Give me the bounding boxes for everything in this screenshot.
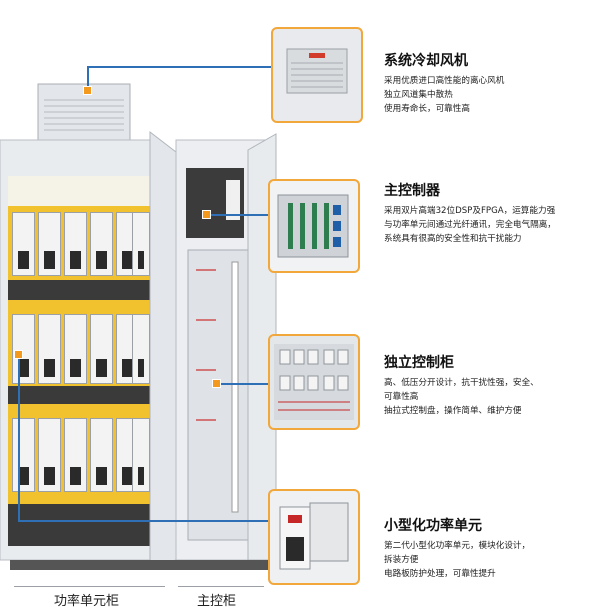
feature-title: 主控制器: [384, 183, 440, 199]
power-module: [38, 314, 61, 384]
marker-control-cabinet: [212, 379, 221, 388]
main-controller-image: [277, 194, 349, 258]
power-module: [64, 314, 87, 384]
feature-desc-line: 使用寿命长，可靠性高: [384, 104, 470, 114]
control-cabinet-bracket: [178, 586, 264, 587]
power-module: [90, 314, 113, 384]
power-module: [90, 212, 113, 276]
callout-line-controller: [208, 214, 270, 216]
power-module: [64, 418, 87, 492]
marker-fan: [83, 86, 92, 95]
control-cabinet-label: 主控柜: [197, 594, 237, 609]
feature-desc-line: 系统具有很高的安全性和抗干扰能力: [384, 234, 522, 244]
power-module: [64, 212, 87, 276]
feature-title: 系统冷却风机: [384, 53, 468, 69]
feature-desc-line: 与功率单元间通过光纤通讯，完全电气隔离，: [384, 220, 556, 230]
power-module: [12, 212, 35, 276]
thumb-cooling-fan: [271, 27, 363, 123]
callout-line-control-cabinet: [216, 383, 272, 385]
power-cabinet-label: 功率单元柜: [54, 594, 120, 609]
power-module: [12, 418, 35, 492]
feature-desc-line: 高、低压分开设计，抗干扰性强，安全、: [384, 378, 539, 388]
callout-line-power-v: [18, 354, 20, 520]
callout-line-fan-v: [87, 66, 89, 90]
cooling-fan-image: [286, 48, 348, 94]
power-cabinet-bracket: [14, 586, 165, 587]
power-module: [90, 418, 113, 492]
marker-power-unit: [14, 350, 23, 359]
control-cabinet-image: [274, 344, 354, 420]
feature-title: 独立控制柜: [384, 355, 454, 371]
power-module: [38, 212, 61, 276]
thumb-power-unit: [268, 489, 360, 585]
marker-controller: [202, 210, 211, 219]
feature-desc-line: 独立风道集中散热: [384, 90, 453, 100]
power-module: [38, 418, 61, 492]
power-module: [132, 418, 150, 492]
power-unit-image: [279, 502, 349, 570]
power-module: [132, 212, 150, 276]
callout-line-power-h: [18, 520, 272, 522]
feature-title: 小型化功率单元: [384, 518, 482, 534]
feature-desc-line: 电路板防护处理，可靠性提升: [384, 569, 496, 579]
feature-desc-line: 拆装方便: [384, 555, 419, 565]
thumb-main-controller: [268, 179, 360, 273]
callout-line-fan-h: [87, 66, 273, 68]
feature-desc-line: 第二代小型化功率单元，模块化设计，: [384, 541, 531, 551]
feature-desc-line: 可靠性高: [384, 392, 419, 402]
feature-desc-line: 采用优质进口高性能的离心风机: [384, 76, 505, 86]
feature-desc-line: 抽拉式控制盘，操作简单、维护方便: [384, 406, 522, 416]
feature-desc-line: 采用双片高端32位DSP及FPGA，运算能力强: [384, 206, 556, 216]
thumb-control-cabinet: [268, 334, 360, 430]
power-module: [12, 314, 35, 384]
power-module: [132, 314, 150, 384]
